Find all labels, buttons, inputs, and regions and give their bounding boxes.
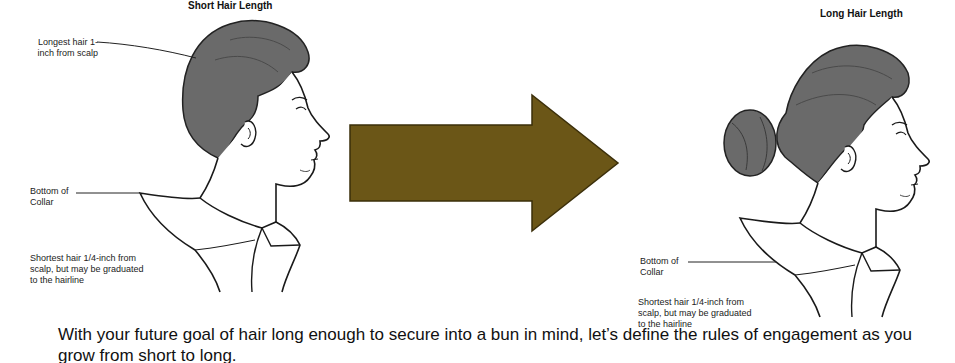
caption-text: With your future goal of hair long enoug… (58, 324, 943, 363)
figure-panel: Short Hair Length (160, 0, 350, 285)
short-hair-head (140, 21, 329, 292)
panel-heading: Long Hair Length (820, 8, 903, 19)
callout-label: Shortest hair 1/4-inch from scalp, but m… (30, 253, 148, 286)
long-hair-head (724, 45, 929, 317)
block-arrow (350, 95, 618, 231)
callout-label: Bottom of Collar (640, 256, 686, 278)
figure-panel: Long Hair Length (618, 6, 938, 316)
callout-label: Bottom of Collar (30, 186, 76, 208)
panel-heading: Short Hair Length (188, 0, 272, 11)
callout-label: Longest hair 1-inch from scalp (36, 37, 98, 59)
leader-line (76, 42, 776, 262)
